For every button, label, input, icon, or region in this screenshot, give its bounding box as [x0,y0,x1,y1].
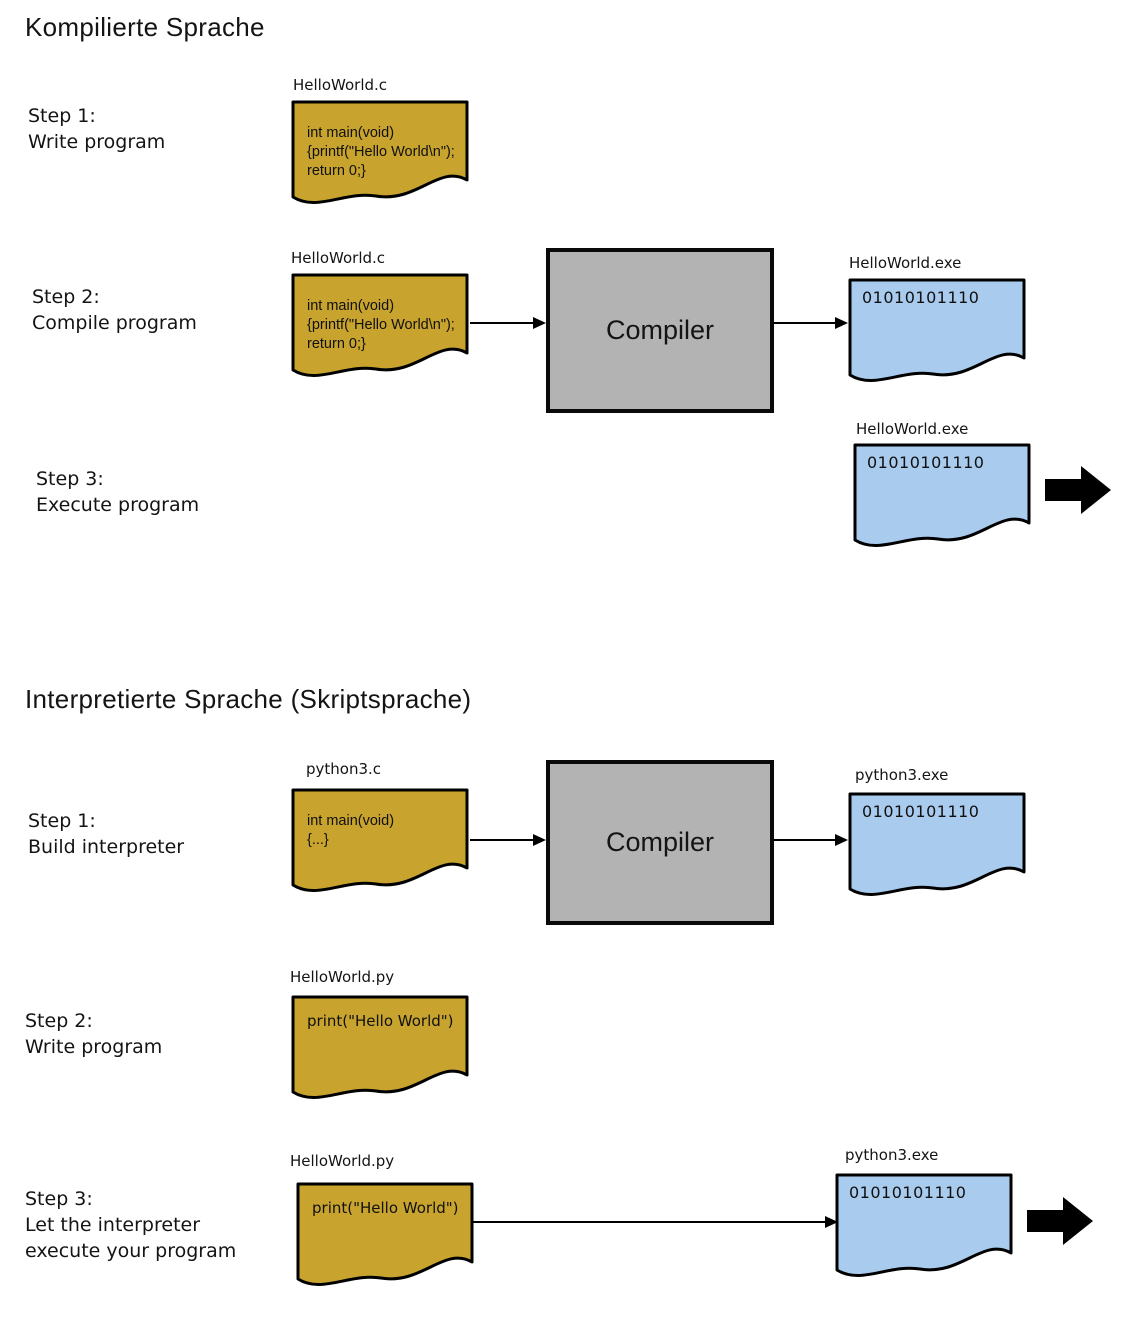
source-doc-helloworld-py: print("Hello World") [296,1182,474,1294]
doc-title-helloworld-c: HelloWorld.c [293,76,388,94]
source-doc-helloworld-py: print("Hello World") [291,995,469,1107]
step-label-compiled-1: Step 1: Write program [28,105,166,153]
source-doc-python3-c: int main(void) {...} [291,788,469,900]
section-title-compiled: Kompilierte Sprache [25,12,265,42]
binary-doc-python3-exe: 01010101110 [848,792,1026,904]
execute-arrow-icon [1045,461,1111,519]
section-title-interpreted: Interpretierte Sprache (Skriptsprache) [25,684,472,714]
compiler-label: Compiler [605,315,715,345]
step-label-compiled-2: Step 2: Compile program [32,286,197,334]
doc-code-python-source: print("Hello World") [307,1012,454,1030]
flow-arrow-source-to-compiler [470,833,546,847]
source-doc-helloworld-c: int main(void) {printf("Hello World\n");… [291,273,469,385]
flow-arrow-compiler-to-binary [774,833,848,847]
document-shape-icon [296,1182,474,1286]
flow-arrow-compiler-to-binary [774,316,848,330]
doc-code-c-source: int main(void) {printf("Hello World\n");… [307,298,455,352]
document-shape-icon [291,788,469,892]
binary-doc-helloworld-exe: 01010101110 [848,278,1026,390]
doc-code-binary: 01010101110 [862,288,980,307]
binary-doc-helloworld-exe: 01010101110 [853,443,1031,555]
document-shape-icon [848,278,1026,382]
document-shape-icon [848,792,1026,896]
doc-title-python3-c: python3.c [306,760,382,778]
step-label-interpreted-3: Step 3: Let the interpreter execute your… [25,1188,237,1262]
step-label-interpreted-2: Step 2: Write program [25,1010,163,1058]
document-shape-icon [291,100,469,204]
doc-code-c-source: int main(void) {...} [307,813,395,848]
doc-title-helloworld-exe: HelloWorld.exe [856,420,969,438]
document-shape-icon [835,1173,1013,1277]
document-shape-icon [853,443,1031,547]
doc-code-python-source: print("Hello World") [312,1199,459,1217]
doc-title-python3-exe: python3.exe [845,1146,939,1164]
doc-code-c-source: int main(void) {printf("Hello World\n");… [307,125,455,179]
step-label-interpreted-1: Step 1: Build interpreter [28,810,185,858]
doc-title-helloworld-c: HelloWorld.c [291,249,386,267]
doc-title-helloworld-py: HelloWorld.py [290,968,395,986]
flow-arrow-source-to-compiler [470,316,546,330]
source-doc-helloworld-c: int main(void) {printf("Hello World\n");… [291,100,469,212]
flow-arrow-script-to-interpreter [472,1215,838,1229]
doc-title-helloworld-py: HelloWorld.py [290,1152,395,1170]
compiler-box: Compiler [546,760,774,925]
step-label-compiled-3: Step 3: Execute program [36,468,200,516]
doc-title-python3-exe: python3.exe [855,766,949,784]
document-shape-icon [291,995,469,1099]
execute-arrow-icon [1027,1192,1093,1250]
doc-code-binary: 01010101110 [862,802,980,821]
document-shape-icon [291,273,469,377]
compiler-box: Compiler [546,248,774,413]
doc-code-binary: 01010101110 [867,453,985,472]
binary-doc-python3-exe: 01010101110 [835,1173,1013,1285]
doc-code-binary: 01010101110 [849,1183,967,1202]
compiler-label: Compiler [605,827,715,857]
doc-title-helloworld-exe: HelloWorld.exe [849,254,962,272]
